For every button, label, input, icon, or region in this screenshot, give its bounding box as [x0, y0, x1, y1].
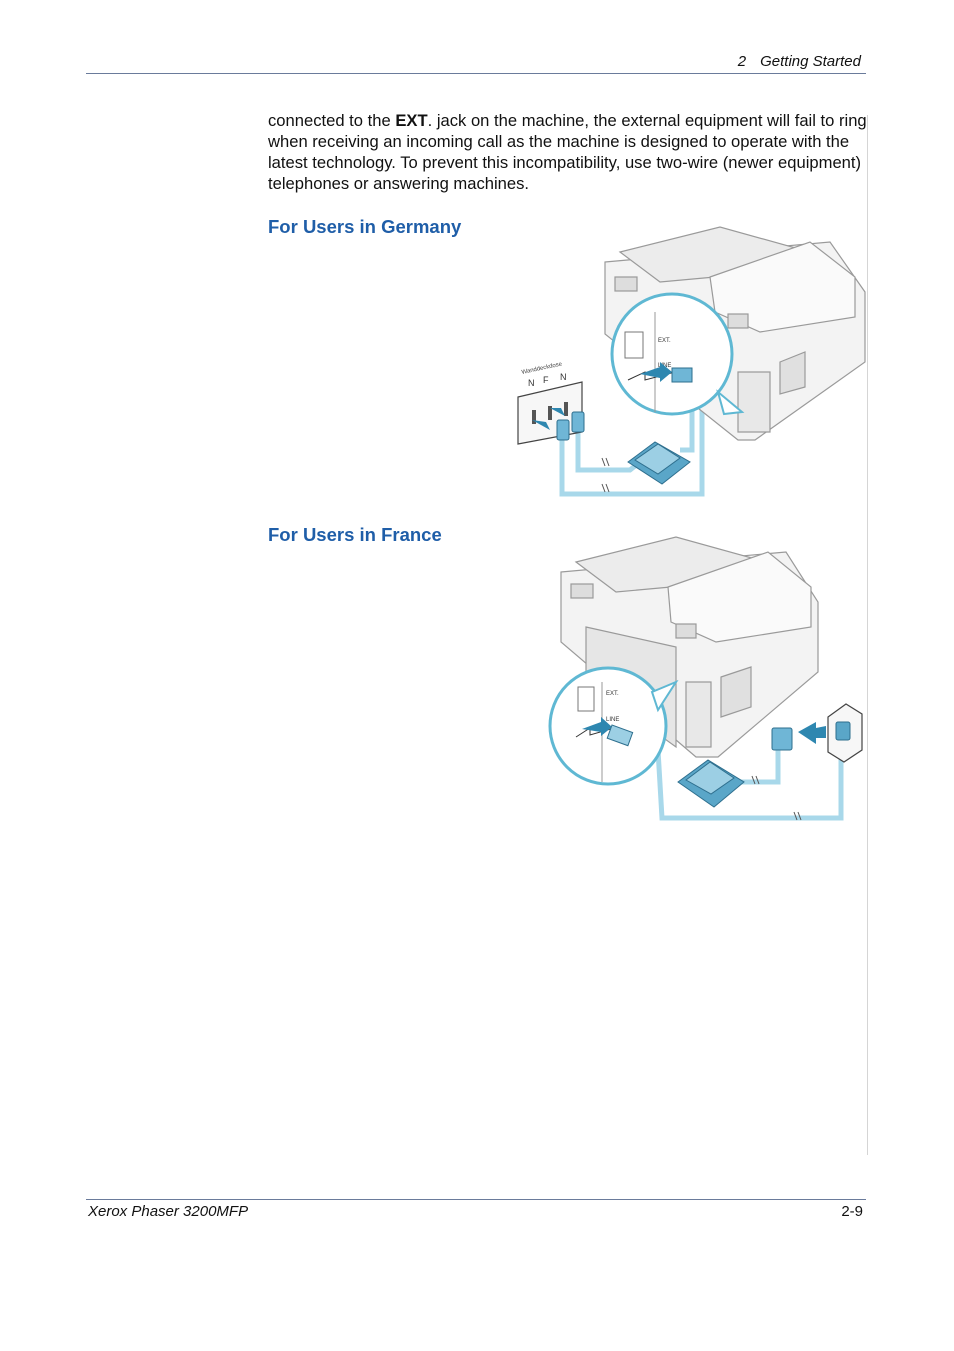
ext-bold-term: EXT [395, 111, 428, 130]
port-outline [624, 331, 644, 359]
footer-page-number: 2-9 [841, 1203, 863, 1220]
printer-illustration [604, 226, 866, 441]
telephone-illustration [627, 441, 691, 485]
cable-break-marks-fr [751, 775, 802, 821]
germany-connection-figure: EXT. LINE Wanddeckdose N F N [517, 226, 866, 497]
body-paragraph: connected to the EXT. jack on the machin… [268, 110, 868, 194]
footer-product: Xerox Phaser 3200MFP [88, 1203, 249, 1220]
wall-socket-illustration: Wanddeckdose N F N [517, 361, 585, 445]
france-ext-label: EXT. [606, 691, 619, 697]
zoom-pointer [716, 389, 745, 416]
heading-germany: For Users in Germany [268, 216, 462, 237]
telephone-illustration-fr [677, 759, 745, 808]
france-connection-figure: EXT. LINE [548, 536, 863, 821]
right-margin-rule [867, 115, 868, 1155]
wall-socket-n2: N [560, 372, 567, 382]
cable-break-marks [601, 457, 610, 493]
chapter-number: 2 [737, 53, 747, 70]
zoom-pointer-fr [650, 679, 679, 713]
para-text-rest: . jack on the machine, the external equi… [268, 111, 867, 193]
wall-socket-n1: N [528, 378, 535, 388]
para-text-start: connected to the [268, 111, 396, 130]
germany-zoom-circle [610, 292, 734, 416]
heading-france: For Users in France [268, 524, 442, 545]
header-rule [86, 73, 866, 74]
running-header: 2 Getting Started [738, 53, 861, 70]
wall-socket-f: F [543, 375, 549, 385]
footer-rule [86, 1199, 866, 1200]
wall-socket-title: Wanddeckdose [521, 361, 563, 376]
port-outline-fr [577, 686, 595, 712]
germany-line-plug [640, 362, 693, 383]
chapter-title: Getting Started [760, 53, 861, 70]
wall-socket-illustration-fr [771, 703, 863, 763]
france-line-label: LINE [606, 717, 619, 723]
germany-ext-label: EXT. [658, 338, 671, 344]
france-line-plug [582, 717, 634, 747]
